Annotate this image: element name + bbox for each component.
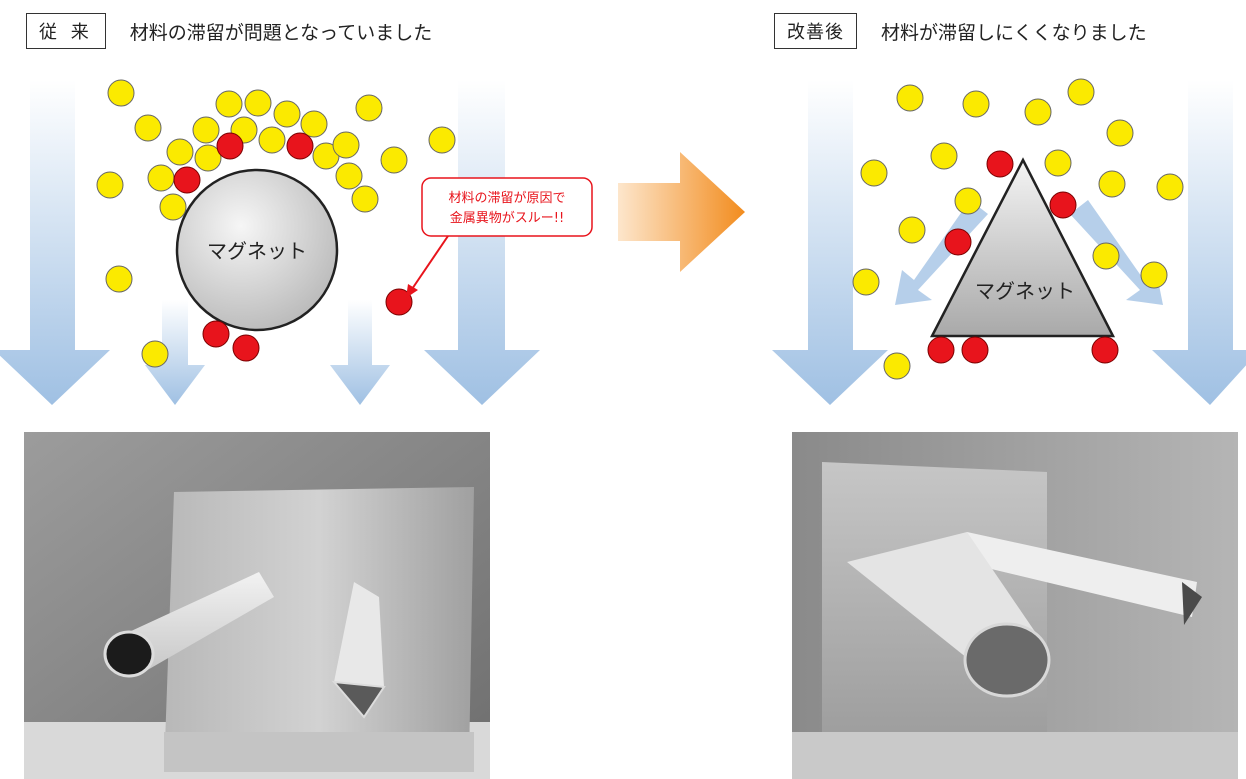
material-particle	[1098, 170, 1126, 198]
material-particle	[380, 146, 408, 174]
before-photo	[24, 432, 490, 779]
metal-particle	[1091, 336, 1119, 364]
material-particle	[96, 171, 124, 199]
material-particle	[107, 79, 135, 107]
flow-arrow	[1152, 80, 1246, 405]
metal-particle	[385, 288, 413, 316]
material-particle	[852, 268, 880, 296]
material-particle	[860, 159, 888, 187]
after-material-particles	[852, 78, 1184, 380]
material-particle	[244, 89, 272, 117]
material-particle	[258, 126, 286, 154]
material-particle	[300, 110, 328, 138]
material-particle	[335, 162, 363, 190]
material-particle	[1106, 119, 1134, 147]
material-particle	[883, 352, 911, 380]
callout-line-1: 材料の滞留が原因で	[448, 191, 565, 206]
material-particle	[1024, 98, 1052, 126]
material-particle	[898, 216, 926, 244]
deflect-arrow	[895, 200, 988, 305]
after-photo	[792, 432, 1238, 779]
after-tag: 改善後	[774, 13, 857, 49]
material-particle	[141, 340, 169, 368]
material-particle	[332, 131, 360, 159]
material-particle	[273, 100, 301, 128]
round-bar-with-material	[103, 572, 274, 678]
before-material-particles	[96, 79, 456, 368]
metal-particle	[232, 334, 260, 362]
material-particle	[1140, 261, 1168, 289]
metal-particle	[944, 228, 972, 256]
material-particle	[962, 90, 990, 118]
before-caption: 材料の滞留が問題となっていました	[129, 21, 433, 44]
material-particle	[930, 142, 958, 170]
round-magnet	[175, 168, 339, 332]
material-particle	[1092, 242, 1120, 270]
material-particle	[1044, 149, 1072, 177]
metal-particle	[173, 166, 201, 194]
metal-particle	[216, 132, 244, 160]
material-particle	[1067, 78, 1095, 106]
before-magnet-label: マグネット	[207, 239, 307, 263]
triangular-bar	[331, 582, 386, 719]
material-particle	[192, 116, 220, 144]
material-particle	[428, 126, 456, 154]
after-magnet-label: マグネット	[975, 279, 1075, 303]
improvement-arrow	[618, 152, 745, 272]
flow-arrow	[424, 80, 540, 405]
after-header: 改善後 材料が滞留しにくくなりました	[774, 10, 1147, 52]
before-header: 従 来 材料の滞留が問題となっていました	[26, 10, 432, 52]
triangular-bar-with-material	[962, 532, 1202, 625]
metal-particle	[202, 320, 230, 348]
metal-particle	[986, 150, 1014, 178]
material-particle	[954, 187, 982, 215]
material-particle	[159, 193, 187, 221]
material-particle	[355, 94, 383, 122]
callout-line-2: 金属異物がスルー!!	[450, 210, 564, 226]
magnet-flow-diagram: マグネット 材料の滞	[0, 78, 1246, 405]
before-metal-particles	[173, 132, 413, 362]
metal-particle	[927, 336, 955, 364]
triangular-magnet	[929, 157, 1116, 338]
material-particle	[105, 265, 133, 293]
metal-particle	[1049, 191, 1077, 219]
material-particle	[896, 84, 924, 112]
material-particle	[1156, 173, 1184, 201]
flow-arrow	[772, 80, 888, 405]
metal-particle	[961, 336, 989, 364]
stainless-plate	[164, 487, 474, 772]
flow-arrow	[0, 80, 110, 405]
material-particle	[134, 114, 162, 142]
after-metal-particles	[927, 150, 1119, 364]
material-particle	[147, 164, 175, 192]
front-bar-with-material	[847, 532, 1051, 698]
flow-arrow	[330, 300, 390, 405]
material-particle	[194, 144, 222, 172]
flow-arrow	[145, 300, 205, 405]
metal-pass-through-callout: 材料の滞留が原因で 金属異物がスルー!!	[406, 177, 593, 298]
before-tag: 従 来	[26, 13, 106, 49]
before-flow-arrows	[0, 80, 540, 405]
material-particle	[351, 185, 379, 213]
material-particle	[166, 138, 194, 166]
material-particle	[215, 90, 243, 118]
after-caption: 材料が滞留しにくくなりました	[881, 21, 1147, 44]
metal-particle	[286, 132, 314, 160]
